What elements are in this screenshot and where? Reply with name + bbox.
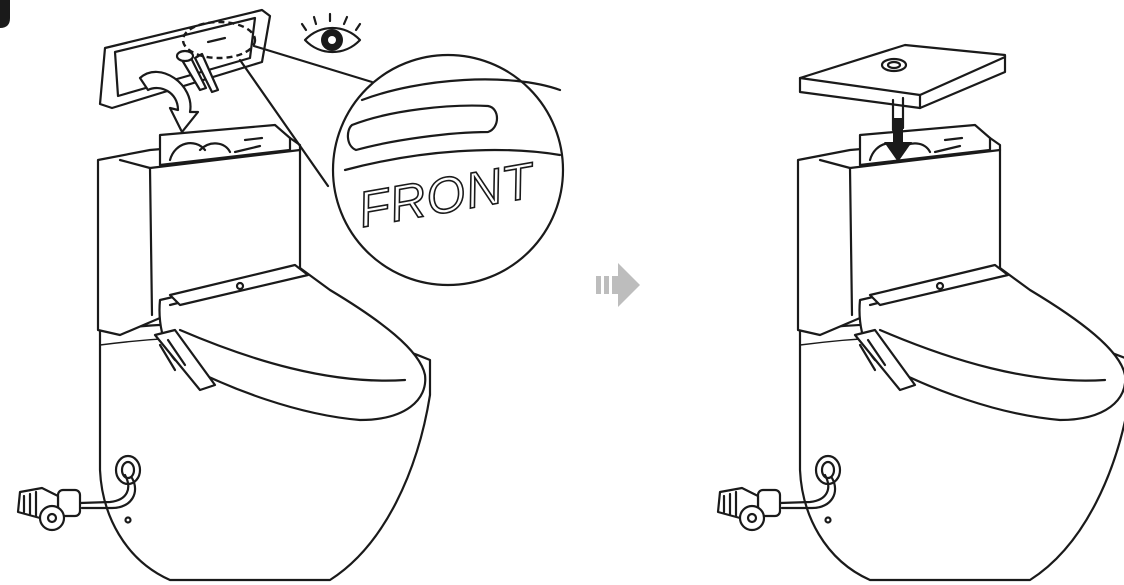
callout-line-top bbox=[254, 46, 372, 82]
step-arrow-icon bbox=[596, 263, 640, 307]
flush-button bbox=[882, 59, 906, 71]
toilet-after bbox=[718, 125, 1124, 580]
front-detail-magnifier: FRONT bbox=[333, 55, 563, 285]
shutoff-valve bbox=[18, 488, 80, 530]
tank-lid-flat bbox=[800, 45, 1005, 130]
step-badge bbox=[0, 0, 10, 28]
eye-icon bbox=[302, 14, 360, 52]
